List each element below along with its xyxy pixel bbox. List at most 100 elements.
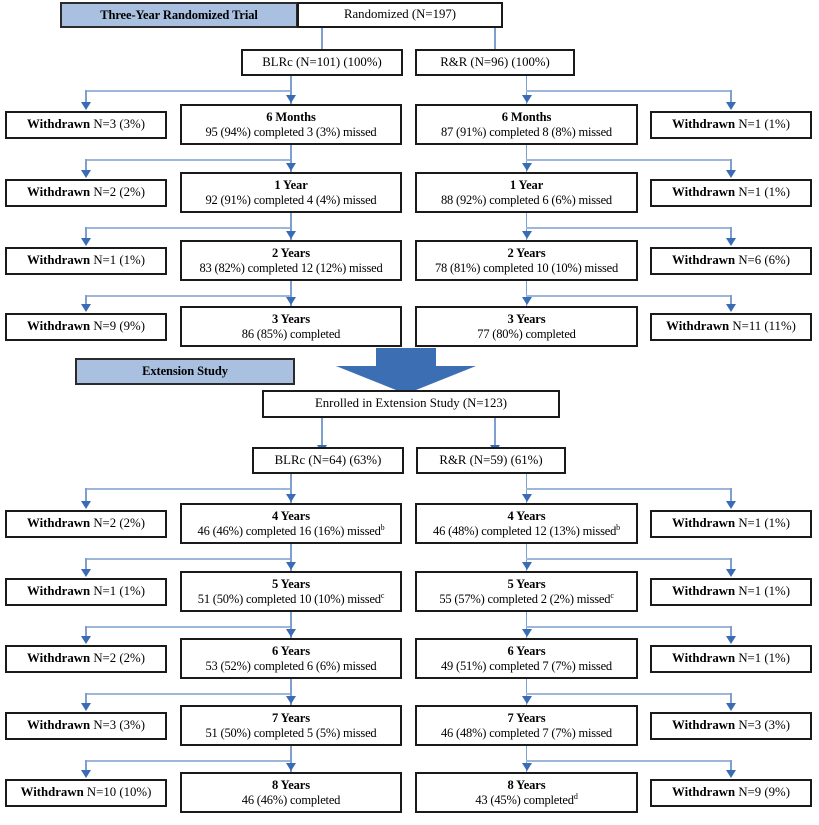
connector-branch-right xyxy=(525,90,730,92)
row-title: 8 Years xyxy=(271,777,311,792)
connector-branch-left xyxy=(85,558,290,560)
connector-branch-right xyxy=(525,227,730,229)
footnote-marker: c xyxy=(610,590,614,600)
arrowhead-left-withdrawn xyxy=(81,303,91,312)
withdrawn-value: N=1 (1%) xyxy=(738,583,790,598)
withdrawn-text: Withdrawn N=2 (2%) xyxy=(27,185,145,200)
connector-down-left xyxy=(290,76,292,104)
row-title: 6 Months xyxy=(501,109,552,124)
arrowhead-right-withdrawn xyxy=(726,702,736,711)
connector-branch-left xyxy=(85,295,290,297)
withdrawn-value: N=9 (9%) xyxy=(738,784,790,799)
row-title: 8 Years xyxy=(507,777,546,792)
row-title: 7 Years xyxy=(507,710,546,725)
connector-down-left xyxy=(290,746,292,772)
arrowhead-left-withdrawn xyxy=(81,500,91,509)
withdrawn-value: N=3 (3%) xyxy=(93,116,145,131)
arrowhead-left-main xyxy=(286,231,296,239)
withdrawn-text: Withdrawn N=9 (9%) xyxy=(27,319,145,334)
box-withdrawn-right: Withdrawn N=1 (1%) xyxy=(650,577,812,606)
banner-extension-label: Extension Study xyxy=(142,364,228,378)
connector-branch-left xyxy=(85,90,290,92)
connector-down-left xyxy=(290,474,292,503)
arrowhead-right-main xyxy=(521,163,532,171)
box-arm-rr-trial: R&R (N=96) (100%) xyxy=(415,49,575,76)
box-withdrawn-right: Withdrawn N=3 (3%) xyxy=(650,711,812,740)
connector-randomized-to-rr xyxy=(494,28,496,59)
connector-branch-left xyxy=(85,227,290,229)
connector-down-left xyxy=(290,679,292,705)
row-detail-text: 77 (80%) completed xyxy=(477,326,576,341)
box-withdrawn-right: Withdrawn N=1 (1%) xyxy=(650,110,812,139)
box-withdrawn-left: Withdrawn N=3 (3%) xyxy=(5,110,167,139)
connector-down-right xyxy=(525,145,528,172)
footnote-marker: b xyxy=(380,522,385,532)
footnote-marker: b xyxy=(616,522,620,532)
arrowhead-left-withdrawn xyxy=(81,568,91,577)
connector-down-left-withdrawn xyxy=(85,295,87,305)
row-detail: 51 (50%) completed 10 (10%) missedc xyxy=(198,590,385,607)
connector-down-right xyxy=(525,213,528,240)
connector-down-left xyxy=(290,213,292,240)
arrowhead-left-main xyxy=(286,629,296,637)
box-withdrawn-right: Withdrawn N=11 (11%) xyxy=(650,312,812,341)
connector-enrolled-to-blrc xyxy=(321,418,323,447)
connector-down-left-withdrawn xyxy=(85,558,87,570)
connector-down-right-withdrawn xyxy=(730,558,732,570)
withdrawn-text: Withdrawn N=1 (1%) xyxy=(27,253,145,268)
withdrawn-text: Withdrawn N=11 (11%) xyxy=(666,319,796,334)
connector-down-right xyxy=(525,612,528,638)
withdrawn-label: Withdrawn xyxy=(672,583,736,598)
connector-down-right-withdrawn xyxy=(730,159,732,171)
withdrawn-text: Withdrawn N=1 (1%) xyxy=(27,584,145,599)
withdrawn-value: N=1 (1%) xyxy=(738,184,790,199)
box-withdrawn-left: Withdrawn N=2 (2%) xyxy=(5,178,167,207)
arrowhead-right-withdrawn xyxy=(726,769,736,778)
connector-down-right-withdrawn xyxy=(730,227,732,239)
row-title: 6 Years xyxy=(271,643,311,658)
withdrawn-text: Withdrawn N=3 (3%) xyxy=(27,117,145,132)
withdrawn-label: Withdrawn xyxy=(27,116,91,131)
withdrawn-value: N=1 (1%) xyxy=(738,116,790,131)
footnote-marker: c xyxy=(380,590,385,600)
connector-down-right xyxy=(525,544,528,571)
row-detail-text: 46 (46%) completed xyxy=(241,792,341,807)
row-detail-text: 53 (52%) completed 6 (6%) missed xyxy=(205,658,377,673)
row-detail: 88 (92%) completed 6 (6%) missed xyxy=(441,193,612,208)
arrowhead-right-main xyxy=(521,297,532,305)
withdrawn-value: N=3 (3%) xyxy=(93,717,145,732)
arrowhead-right-main xyxy=(521,696,532,704)
withdrawn-label: Withdrawn xyxy=(666,318,730,333)
withdrawn-value: N=11 (11%) xyxy=(732,318,796,333)
withdrawn-text: Withdrawn N=9 (9%) xyxy=(672,785,790,800)
withdrawn-label: Withdrawn xyxy=(672,650,736,665)
row-detail: 95 (94%) completed 3 (3%) missed xyxy=(206,125,377,140)
banner-three-year-randomized-trial: Three-Year Randomized Trial xyxy=(60,2,298,28)
row-title: 3 Years xyxy=(271,311,311,326)
row-detail: 46 (46%) completed xyxy=(241,792,341,808)
withdrawn-text: Withdrawn N=6 (6%) xyxy=(672,253,790,268)
row-detail: 83 (82%) completed 12 (12%) missed xyxy=(199,261,382,276)
connector-branch-left xyxy=(85,760,290,762)
arm-rr-label: R&R (N=96) (100%) xyxy=(440,54,550,69)
withdrawn-label: Withdrawn xyxy=(672,116,736,131)
connector-branch-right xyxy=(525,488,730,490)
arrowhead-left-withdrawn xyxy=(81,101,91,110)
arrowhead-right-withdrawn xyxy=(726,101,736,110)
connector-down-left-withdrawn xyxy=(85,488,87,502)
row-detail-text: 87 (91%) completed 8 (8%) missed xyxy=(441,124,612,139)
row-detail: 55 (57%) completed 2 (2%) missedc xyxy=(439,590,614,607)
connector-down-right-withdrawn xyxy=(730,693,732,704)
connector-down-left xyxy=(290,145,292,172)
connector-down-left xyxy=(290,612,292,638)
connector-down-right xyxy=(525,679,528,705)
arrowhead-right-main xyxy=(521,494,532,502)
